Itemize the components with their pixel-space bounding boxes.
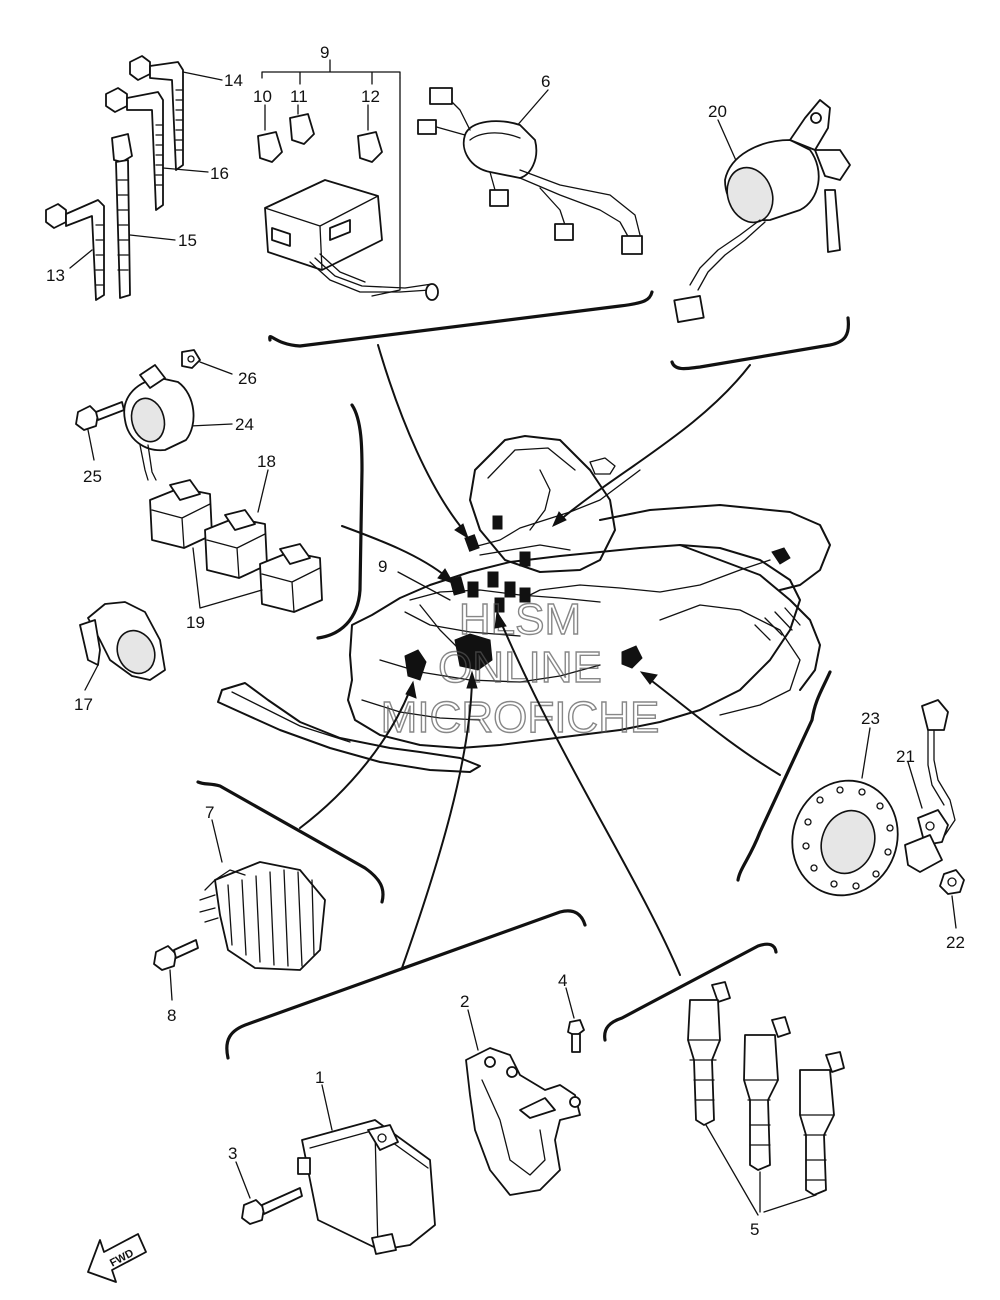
label-15: 15 [178, 231, 197, 250]
label-9-top: 9 [320, 43, 329, 62]
label-9-center: 9 [378, 557, 387, 576]
bolt-3 [235, 1161, 303, 1225]
leader-arrows [299, 344, 781, 976]
label-26: 26 [238, 369, 257, 388]
watermark-line2: ONLINE [438, 643, 602, 692]
label-21: 21 [896, 747, 915, 766]
bolt-4 [565, 987, 585, 1053]
cable-tie-14 [129, 55, 223, 171]
label-25: 25 [83, 467, 102, 486]
sensor-24 [123, 364, 233, 481]
label-20: 20 [708, 102, 727, 121]
label-3: 3 [228, 1144, 237, 1163]
label-8: 8 [167, 1006, 176, 1025]
label-10: 10 [253, 87, 272, 106]
label-6: 6 [541, 72, 550, 91]
group-brackets [196, 290, 851, 1060]
main-switch-20 [673, 99, 851, 323]
bolt-25 [75, 401, 125, 461]
label-18: 18 [257, 452, 276, 471]
bolt-8 [153, 939, 199, 1001]
rotor-disc-23 [791, 727, 899, 897]
label-24: 24 [235, 415, 254, 434]
label-17: 17 [74, 695, 93, 714]
watermark-line3: MICROFICHE [381, 693, 660, 742]
cable-tie-15 [111, 133, 176, 299]
cdi-unit-1 [297, 1084, 436, 1255]
label-16: 16 [210, 164, 229, 183]
label-1: 1 [315, 1068, 324, 1087]
ignition-coils-5 [687, 981, 845, 1216]
regulator-7 [199, 819, 326, 971]
label-4: 4 [558, 971, 567, 990]
label-11: 11 [290, 87, 308, 106]
label-12: 12 [361, 87, 380, 106]
label-7: 7 [205, 803, 214, 822]
cable-tie-16 [105, 87, 209, 211]
sub-harness-6 [417, 87, 643, 255]
nut-22 [939, 869, 965, 929]
watermark-line1: HLSM [459, 595, 581, 644]
label-22: 22 [946, 933, 965, 952]
pickup-coil-21 [904, 699, 956, 873]
label-13: 13 [46, 266, 65, 285]
snowmobile-outline [217, 435, 831, 773]
relays-18-19 [149, 469, 323, 613]
label-5: 5 [750, 1220, 759, 1239]
bracket-plate-2 [465, 1009, 581, 1196]
cable-tie-13 [45, 199, 105, 301]
bracket-17 [79, 601, 166, 691]
label-19: 19 [186, 613, 205, 632]
label-2: 2 [460, 992, 469, 1011]
fwd-arrow-icon: FWD [87, 1233, 147, 1283]
watermark: HLSM ONLINE MICROFICHE [380, 594, 660, 742]
nut-26 [181, 349, 233, 375]
label-23: 23 [861, 709, 880, 728]
part-labels: 9 10 11 12 6 14 16 15 13 20 26 24 25 18 … [46, 43, 965, 1239]
fuse-box-9 [257, 59, 439, 301]
label-14: 14 [224, 71, 243, 90]
